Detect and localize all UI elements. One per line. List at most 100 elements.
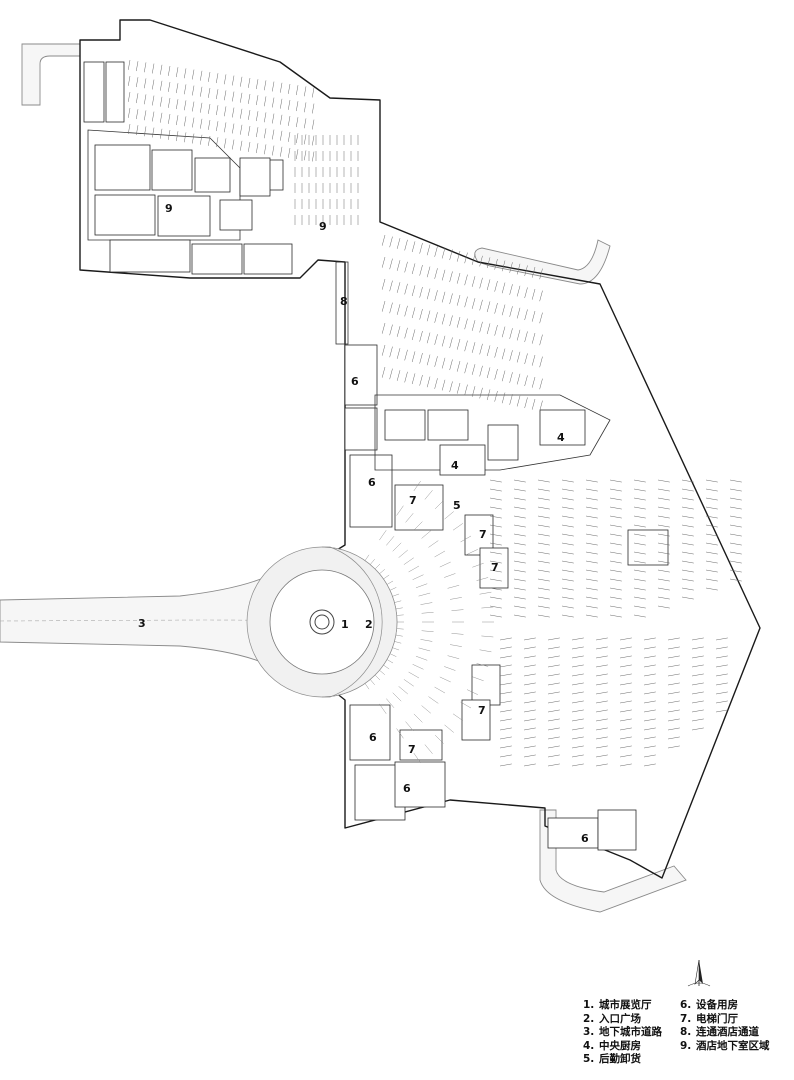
stall-line — [681, 596, 694, 600]
stall-line — [595, 691, 608, 695]
stall-line — [609, 605, 622, 609]
fan-stall-line — [479, 649, 492, 653]
fan-stall-line — [444, 666, 456, 671]
stall-line — [288, 115, 291, 126]
stall-line — [561, 497, 574, 501]
stall-line — [381, 278, 386, 290]
stall-line — [681, 488, 694, 492]
stall-line — [176, 83, 179, 94]
stall-line — [633, 497, 646, 501]
stall-line — [657, 488, 670, 492]
stall-line — [619, 691, 632, 695]
stall-line — [715, 655, 728, 659]
stall-line — [494, 390, 498, 402]
stall-line — [404, 283, 408, 295]
stall-line — [585, 533, 598, 537]
stall-line — [547, 700, 560, 704]
stall-line — [585, 569, 598, 573]
stall-line — [248, 93, 251, 104]
stall-line — [456, 382, 461, 394]
stall-line — [411, 351, 416, 363]
stall-line — [524, 287, 528, 299]
stall-line — [705, 578, 718, 582]
stall-line — [595, 709, 608, 713]
fan-stall-line — [439, 676, 451, 683]
fan-stall-line — [447, 655, 460, 659]
stall-line — [216, 89, 219, 100]
stall-line — [657, 479, 670, 483]
stall-line — [539, 400, 543, 412]
stall-line — [426, 376, 431, 388]
stall-line — [404, 305, 408, 317]
stall-line — [224, 138, 227, 149]
stall-line — [643, 745, 656, 749]
stall-line — [434, 356, 438, 367]
stall-line — [312, 103, 315, 114]
stall-line — [441, 247, 446, 259]
stall-line — [571, 682, 584, 686]
stall-line — [216, 73, 219, 84]
stall-line — [264, 96, 267, 107]
stall-line — [312, 151, 315, 162]
stall-line — [486, 389, 491, 401]
stall-line — [643, 763, 656, 767]
stall-line — [280, 82, 283, 93]
label-lift-d: 7 — [478, 704, 486, 717]
stall-line — [419, 330, 423, 342]
stall-line — [489, 542, 502, 546]
stall-line — [449, 249, 453, 261]
stall-line — [240, 108, 243, 119]
stall-line — [633, 479, 646, 483]
stall-line — [232, 123, 235, 134]
stall-line — [524, 265, 528, 277]
stall-line — [471, 320, 476, 331]
stall-line — [456, 294, 461, 306]
fan-stall-line — [451, 633, 464, 635]
fan-stall-line — [424, 490, 433, 500]
fan-stall-line — [386, 536, 395, 546]
stall-line — [280, 130, 283, 141]
stall-line — [561, 569, 574, 573]
fan-stall-line — [420, 602, 433, 605]
stall-line — [539, 268, 543, 280]
stall-line — [288, 131, 291, 142]
stall-line — [715, 682, 728, 686]
fan-stall-line — [415, 583, 428, 589]
fan-stall-line — [396, 505, 404, 516]
stall-line — [489, 614, 502, 618]
stall-line — [667, 700, 680, 704]
stall-line — [571, 673, 584, 677]
fan-stall-line — [412, 664, 424, 670]
stall-line — [571, 646, 584, 650]
stall-line — [389, 324, 393, 336]
stall-line — [729, 578, 742, 582]
stall-line — [144, 78, 147, 89]
stall-line — [411, 263, 416, 275]
label-equip-a: 6 — [351, 375, 359, 388]
stall-line — [499, 763, 512, 767]
stall-line — [494, 368, 498, 380]
stall-line — [643, 727, 656, 731]
stall-line — [547, 655, 560, 659]
stall-line — [561, 587, 574, 591]
stall-line — [547, 673, 560, 677]
stall-line — [609, 587, 622, 591]
fan-stall-line — [421, 705, 431, 714]
stall-line — [419, 286, 423, 298]
stall-line — [691, 700, 704, 704]
stall-line — [609, 596, 622, 600]
stall-line — [513, 578, 526, 582]
fan-stall-line — [408, 671, 420, 679]
stall-line — [464, 384, 468, 396]
stall-line — [609, 506, 622, 510]
stall-line — [486, 345, 491, 357]
stall-line — [619, 763, 632, 767]
legend-item: 4.中央厨房 — [583, 1039, 641, 1052]
stall-line — [539, 290, 543, 302]
stall-line — [441, 313, 446, 325]
stall-line — [411, 241, 416, 253]
stall-line — [479, 343, 483, 355]
label-kitchen-a: 4 — [557, 431, 565, 444]
stall-line — [715, 700, 728, 704]
stall-line — [248, 109, 251, 120]
